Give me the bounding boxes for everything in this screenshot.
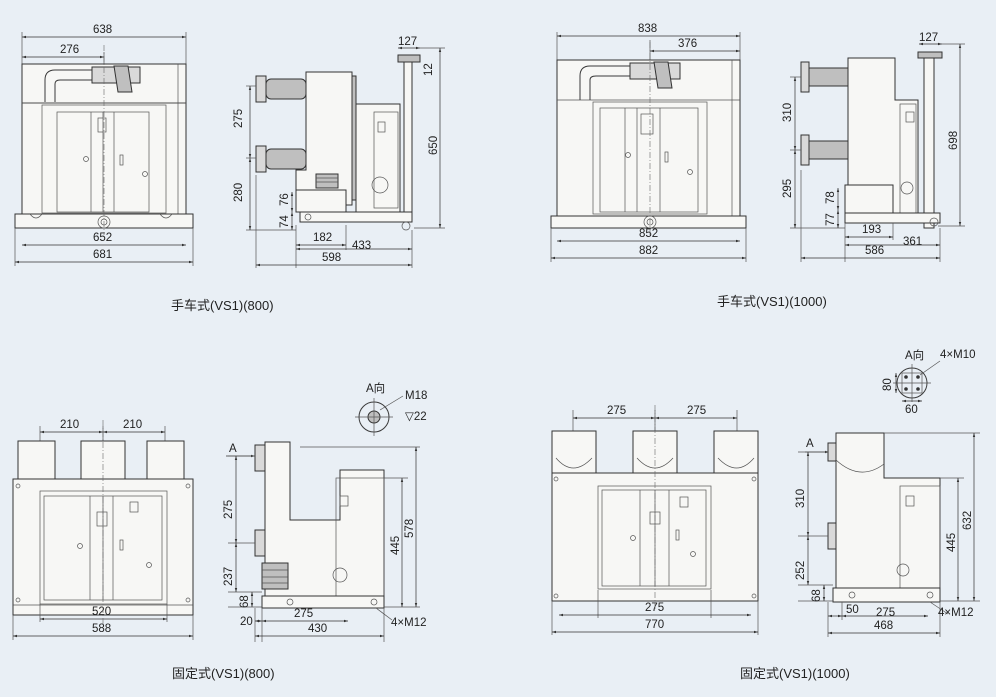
dim-838: 838 [638,23,657,35]
dim-433: 433 [352,240,371,252]
dim-68-800: 68 [239,595,251,608]
thread-m18: M18 [405,390,427,402]
dim-182: 182 [313,232,332,244]
bolt-1000: 4×M12 [938,607,973,619]
handcart-1000-front-view: 838 376 852 882 [550,23,747,262]
caption-handcart-1000: 手车式(VS1)(1000) [717,294,827,309]
thread-4m10: 4×M10 [940,349,975,361]
dim-275: 275 [233,109,245,128]
dim-76: 76 [279,193,291,206]
dim-275-fixed800: 275 [223,500,235,519]
fixed-1000-front-view: 275 275 275 770 [551,405,759,635]
dim-520: 520 [92,606,111,618]
dim-237: 237 [223,567,235,586]
handcart-800-front-view: 638 276 652 681 [14,24,194,266]
depth-22: ▽22 [405,411,427,423]
fixed-800-front-view: 210 210 520 588 [12,419,194,640]
dim-275-base1000: 275 [876,607,895,619]
fixed-800-side-view: A A向 M18 ▽22 275 237 68 [223,381,427,642]
dim-468: 468 [874,620,893,632]
dim-770: 770 [645,619,664,631]
dim-681: 681 [93,249,112,261]
dim-310: 310 [782,103,794,122]
dim-127: 127 [398,36,417,48]
dim-852: 852 [639,228,658,240]
caption-handcart-800: 手车式(VS1)(800) [171,298,274,313]
handcart-800-side-view: 127 12 275 280 76 74 [233,36,445,268]
caption-fixed-800: 固定式(VS1)(800) [172,666,275,681]
dim-632: 632 [962,511,974,530]
dim-80: 80 [882,378,894,391]
dim-698: 698 [948,131,960,150]
dim-275-base800: 275 [294,608,313,620]
dim-77: 77 [825,213,837,226]
dim-650: 650 [428,136,440,155]
dim-60: 60 [905,404,918,416]
dim-275-front1000: 275 [645,602,664,614]
dim-193: 193 [862,224,881,236]
dim-210a: 210 [60,419,79,431]
view-a-title-1000: A向 [905,348,924,362]
caption-fixed-1000: 固定式(VS1)(1000) [740,666,850,681]
dim-20: 20 [240,616,253,628]
dim-74: 74 [279,215,291,228]
dim-578: 578 [404,519,416,538]
dim-652: 652 [93,232,112,244]
dim-445-1000: 445 [946,533,958,552]
dim-280: 280 [233,183,245,202]
dim-882: 882 [639,245,658,257]
dim-50: 50 [846,604,859,616]
view-a-title-800: A向 [366,381,385,395]
bolt-800: 4×M12 [391,617,426,629]
view-a-label-1000: A [806,438,814,450]
dim-430: 430 [308,623,327,635]
dim-376: 376 [678,38,697,50]
dim-275b: 275 [687,405,706,417]
view-a-label-800: A [229,443,237,455]
fixed-1000-side-view: A A向 4×M10 80 60 310 252 [795,348,980,637]
dim-12: 12 [423,63,435,76]
dim-361: 361 [903,236,922,248]
dim-586: 586 [865,245,884,257]
dim-598: 598 [322,252,341,264]
dim-445-800: 445 [390,536,402,555]
dim-127b: 127 [919,32,938,44]
dim-68-1000: 68 [811,589,823,602]
dim-295: 295 [782,179,794,198]
dim-588: 588 [92,623,111,635]
dim-310-fixed1000: 310 [795,489,807,508]
dim-638: 638 [93,24,112,36]
dim-276: 276 [60,44,79,56]
dim-252: 252 [795,561,807,580]
dim-275a: 275 [607,405,626,417]
dim-78: 78 [825,191,837,204]
handcart-1000-side-view: 127 310 295 78 77 698 [782,32,965,262]
dim-210b: 210 [123,419,142,431]
